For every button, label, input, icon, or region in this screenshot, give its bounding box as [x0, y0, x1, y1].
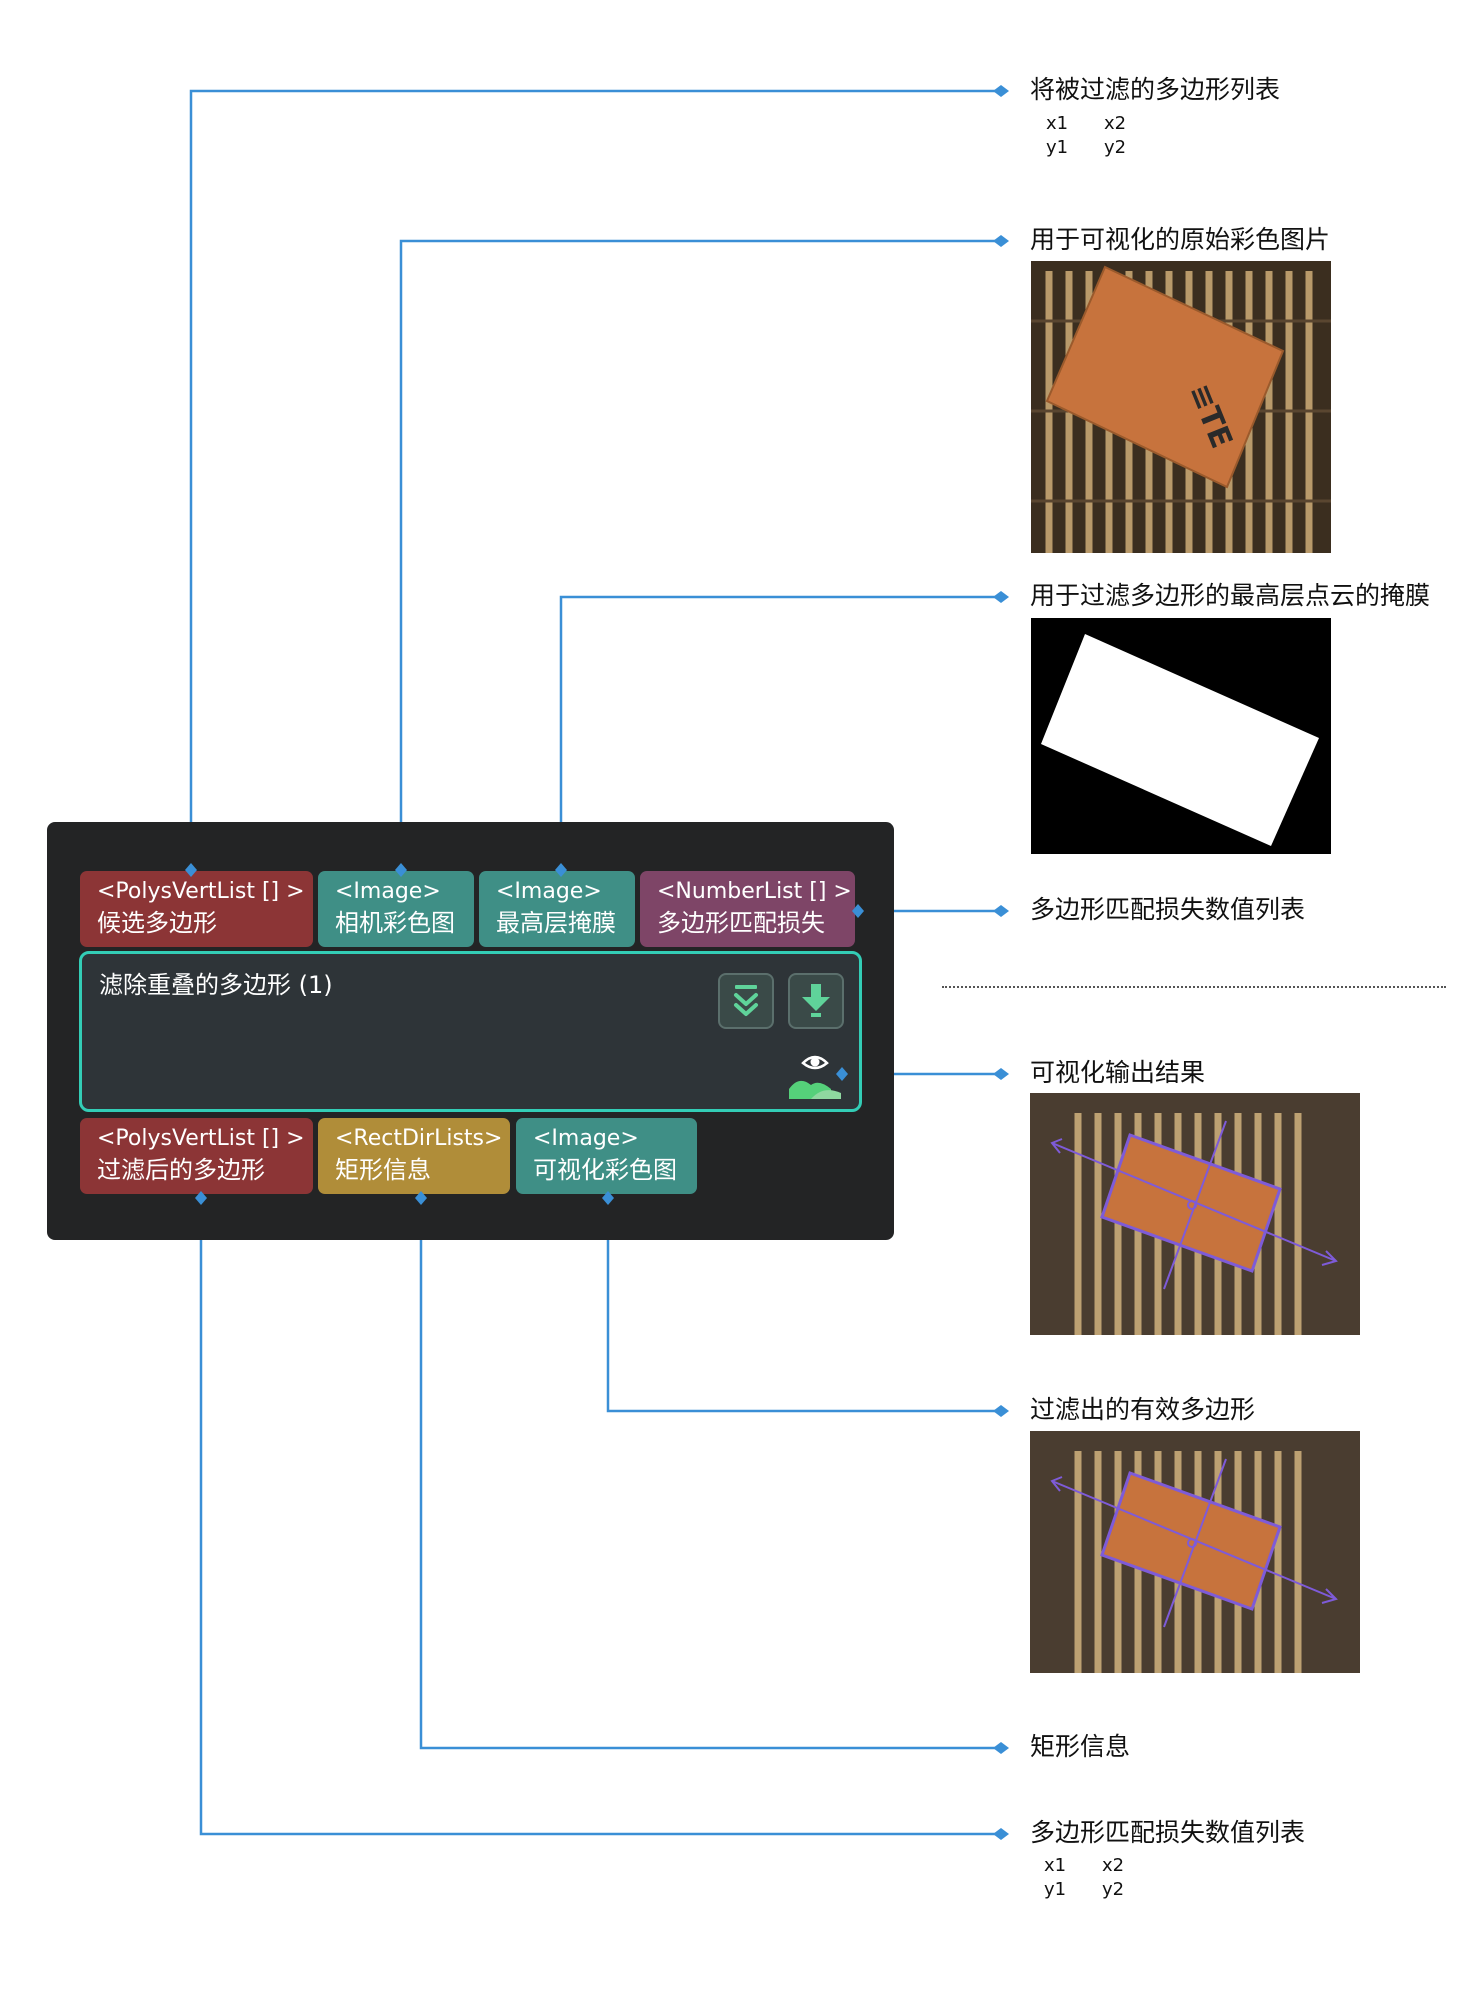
- port-label: 可视化彩色图: [533, 1156, 677, 1184]
- download-arrow-icon: [802, 984, 830, 1017]
- port-label: 相机彩色图: [335, 909, 455, 937]
- port-type: <PolysVertList [] >: [97, 879, 305, 904]
- port-label: 过滤后的多边形: [97, 1156, 265, 1184]
- coord-y2: y2: [1102, 1879, 1125, 1900]
- port-type: <RectDirLists>: [335, 1126, 503, 1151]
- coord-x2: x2: [1102, 1855, 1125, 1876]
- wire-top-mask: [559, 595, 1004, 870]
- port-type: <Image>: [533, 1126, 639, 1151]
- output-port-rect-info[interactable]: <RectDirLists> 矩形信息: [318, 1118, 510, 1194]
- coord-x1: x1: [1044, 1855, 1067, 1876]
- output-port-filtered-polygons[interactable]: <PolysVertList [] > 过滤后的多边形: [80, 1118, 313, 1194]
- input-port-polygon-match-loss[interactable]: <NumberList [] > 多边形匹配损失: [640, 871, 855, 947]
- coord-y1: y1: [1044, 1879, 1067, 1900]
- port-type: <Image>: [496, 879, 602, 904]
- run-download-button[interactable]: [788, 973, 844, 1029]
- wire-loss-list-out: [199, 1198, 1004, 1836]
- port-label: 多边形匹配损失: [657, 909, 825, 937]
- port-label: 最高层掩膜: [496, 909, 616, 937]
- annotation-top-mask: 用于过滤多边形的最高层点云的掩膜: [1030, 581, 1431, 610]
- wire-end-diamond: [993, 85, 1009, 97]
- wire-end-diamond: [993, 1405, 1009, 1417]
- node-body[interactable]: 滤除重叠的多边形 (1): [79, 951, 862, 1112]
- port-type: <Image>: [335, 879, 441, 904]
- port-label: 候选多边形: [97, 909, 217, 937]
- annotation-vis-output: 可视化输出结果: [1030, 1058, 1206, 1087]
- annotation-rect-info: 矩形信息: [1030, 1732, 1131, 1761]
- expand-button[interactable]: [718, 973, 774, 1029]
- wire-end-diamond: [993, 1828, 1009, 1840]
- output-port-visualized-image[interactable]: <Image> 可视化彩色图: [516, 1118, 697, 1194]
- mask-image-thumbnail: [1031, 618, 1331, 854]
- eye-landscape-icon[interactable]: [787, 1049, 845, 1101]
- wire-end-diamond: [993, 1068, 1009, 1080]
- wire-end-diamond: [993, 1742, 1009, 1754]
- annotation-valid-polygons: 过滤出的有效多边形: [1030, 1395, 1256, 1424]
- wire-end-diamond: [993, 235, 1009, 247]
- chevron-double-down-icon: [734, 985, 758, 1016]
- annotation-match-loss: 多边形匹配损失数值列表: [1030, 895, 1306, 924]
- port-label: 矩形信息: [335, 1156, 431, 1184]
- node-title: 滤除重叠的多边形 (1): [99, 971, 333, 999]
- annotation-color-image: 用于可视化的原始彩色图片: [1030, 225, 1331, 254]
- annotation-loss-list-out: 多边形匹配损失数值列表: [1030, 1818, 1306, 1847]
- wire-valid-polygons: [606, 1198, 1004, 1413]
- coord-y2: y2: [1104, 137, 1127, 158]
- wire-polygon-list: [189, 89, 1004, 870]
- color-image-thumbnail: ≡TE: [1031, 261, 1331, 553]
- coord-y1: y1: [1046, 137, 1069, 158]
- wire-color-image: [399, 239, 1004, 870]
- input-port-camera-color-image[interactable]: <Image> 相机彩色图: [318, 871, 474, 947]
- port-type: <NumberList [] >: [657, 879, 852, 904]
- port-type: <PolysVertList [] >: [97, 1126, 305, 1151]
- annotation-polygon-list: 将被过滤的多边形列表: [1030, 75, 1281, 104]
- valid-polygons-thumbnail: [1030, 1431, 1360, 1673]
- vis-output-thumbnail: [1030, 1093, 1360, 1335]
- input-port-top-layer-mask[interactable]: <Image> 最高层掩膜: [479, 871, 635, 947]
- separator-line: [942, 986, 1446, 988]
- wire-end-diamond: [993, 905, 1009, 917]
- wire-end-diamond: [993, 591, 1009, 603]
- coord-x1: x1: [1046, 113, 1069, 134]
- wire-rect-info: [419, 1198, 1004, 1750]
- input-port-candidate-polygons[interactable]: <PolysVertList [] > 候选多边形: [80, 871, 313, 947]
- coord-x2: x2: [1104, 113, 1127, 134]
